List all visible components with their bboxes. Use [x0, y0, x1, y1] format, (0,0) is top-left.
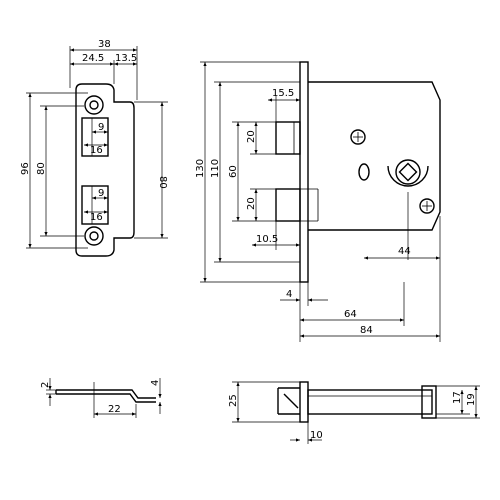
side-end-block [421, 385, 437, 419]
dim-lock-height: 130 [195, 159, 206, 178]
dim-strike-right-w: 13.5 [115, 53, 137, 64]
case-screw-bottom [419, 198, 435, 214]
dim-latch-h: 20 [246, 130, 257, 143]
dim-strike-side-lip: 4 [150, 380, 161, 386]
dim-faceplate-h: 110 [210, 159, 221, 178]
strike-plate-side: 2 4 22 [40, 378, 162, 418]
dim-strike-inner-h-left: 80 [36, 162, 47, 175]
case-screw-top [350, 129, 366, 145]
dim-strike-side-w: 22 [108, 404, 121, 415]
dim-slot-bottom-w2: 16 [90, 212, 103, 223]
strike-plate-dims: 38 24.5 13.5 96 80 80 [20, 39, 168, 249]
lock-body-dims: 130 110 60 20 20 15.5 10.5 44 4 64 [195, 61, 441, 342]
dim-bolt-side-h: 25 [228, 394, 239, 407]
dim-strike-side-thk: 2 [40, 382, 51, 388]
dim-slot-bottom-w: 9 [98, 188, 104, 199]
spindle-hub [387, 159, 429, 187]
strike-plate-front: 9 16 9 16 [75, 83, 135, 257]
dim-face-thk: 4 [286, 289, 292, 300]
dim-bolts-c2c: 60 [228, 165, 239, 178]
dim-backset: 44 [398, 246, 411, 257]
dim-total-depth: 84 [360, 325, 373, 336]
dim-bolt-side-w: 10 [310, 430, 323, 441]
dead-bolt [275, 188, 301, 222]
side-faceplate [299, 381, 309, 423]
bolt-side-view: 25 10 17 19 [228, 381, 480, 444]
side-case [307, 389, 433, 415]
dim-bolt-side-17: 17 [452, 391, 463, 404]
strike-slot-top [81, 117, 109, 157]
dim-slot-top-w: 9 [98, 122, 104, 133]
dim-deadbolt-h: 20 [246, 197, 257, 210]
dim-strike-left-w: 24.5 [82, 53, 104, 64]
latch-bolt [275, 121, 301, 155]
dim-slot-top-w2: 16 [90, 145, 103, 156]
dim-deadbolt-proj: 10.5 [256, 234, 278, 245]
dim-strike-inner-h-right: 80 [157, 176, 168, 189]
dim-strike-total-w: 38 [98, 39, 111, 50]
strike-slot-bottom [81, 185, 109, 225]
faceplate [299, 61, 309, 283]
dim-case-depth: 64 [344, 309, 357, 320]
follower-slot [358, 163, 370, 181]
screw-hole-bottom [84, 226, 104, 246]
screw-hole-top [84, 95, 104, 115]
lock-body-front [275, 61, 441, 283]
dim-latch-proj: 15.5 [272, 88, 294, 99]
lock-case [308, 81, 441, 231]
dim-bolt-side-19: 19 [466, 393, 477, 406]
dim-strike-outer-h: 96 [20, 162, 31, 175]
